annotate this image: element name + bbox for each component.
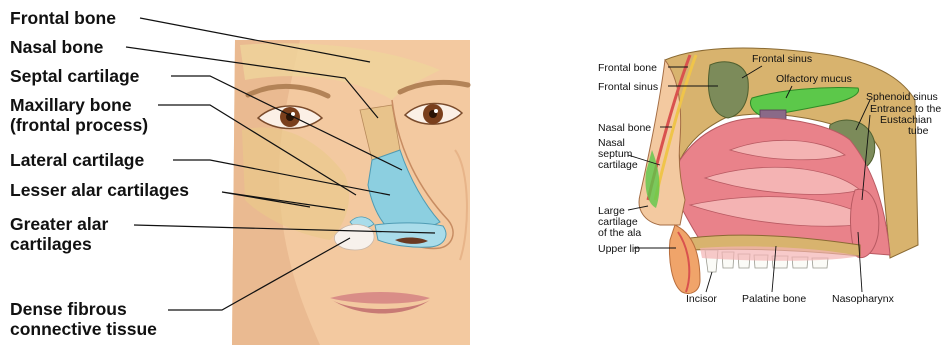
label-r-frontal-sinus-left: Frontal sinus — [598, 81, 658, 93]
label-r-olfactory-mucus: Olfactory mucus — [776, 73, 852, 85]
label-greater-alar-cartilages: Greater alar cartilages — [10, 214, 113, 254]
label-r-nasal-septum-cartilage: Nasal septum cartilage — [598, 137, 638, 171]
left-labels: Frontal bone Nasal bone Septal cartilage… — [10, 8, 189, 339]
leader-r-incisor — [706, 272, 712, 292]
label-maxillary-bone: Maxillary bone (frontal process) — [10, 95, 148, 135]
label-r-nasal-bone: Nasal bone — [598, 122, 651, 134]
label-frontal-bone: Frontal bone — [10, 8, 116, 28]
label-r-frontal-bone: Frontal bone — [598, 62, 657, 74]
label-r-incisor: Incisor — [686, 293, 717, 305]
label-dense-fibrous-tissue: Dense fibrous connective tissue — [10, 299, 157, 339]
label-r-nasopharynx: Nasopharynx — [832, 293, 895, 305]
label-r-large-cartilage-ala: Large cartilage of the ala — [598, 205, 641, 239]
label-lesser-alar-cartilages: Lesser alar cartilages — [10, 180, 189, 200]
label-r-palatine-bone: Palatine bone — [742, 293, 806, 305]
label-lateral-cartilage: Lateral cartilage — [10, 150, 144, 170]
label-septal-cartilage: Septal cartilage — [10, 66, 140, 86]
label-nasal-bone: Nasal bone — [10, 37, 104, 57]
upper-lip-section — [670, 225, 701, 294]
label-r-sphenoid-sinus: Sphenoid sinus — [866, 91, 938, 103]
label-r-upper-lip: Upper lip — [598, 243, 640, 255]
label-r-frontal-sinus-top: Frontal sinus — [752, 53, 812, 65]
